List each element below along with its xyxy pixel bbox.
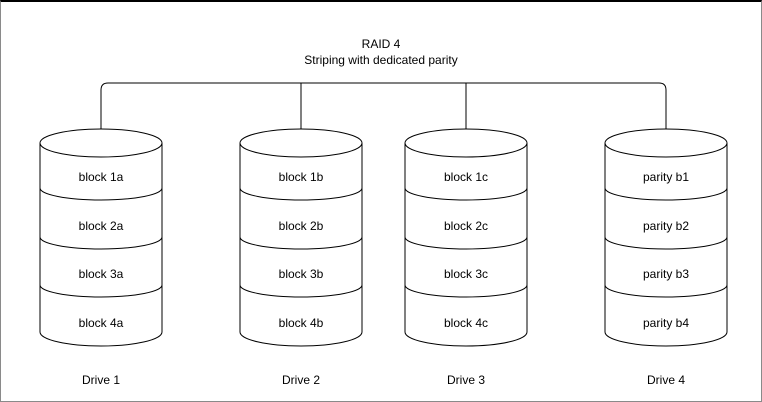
cylinder-top-ellipse bbox=[239, 128, 363, 158]
block-label: block 4a bbox=[79, 316, 124, 330]
block-label: block 3b bbox=[279, 267, 324, 281]
block-label: parity b2 bbox=[643, 219, 689, 233]
drive-label: Drive 3 bbox=[447, 373, 485, 387]
separator-arc bbox=[404, 284, 528, 298]
diagram-subtitle: Striping with dedicated parity bbox=[304, 53, 457, 67]
cylinder-top-ellipse bbox=[404, 128, 528, 158]
block-label: block 1a bbox=[79, 170, 124, 184]
diagram-title: RAID 4 bbox=[362, 37, 401, 51]
drive1-cylinder: block 1a block 2a block 3a block 4a Driv… bbox=[39, 128, 163, 387]
drive-label: Drive 4 bbox=[647, 373, 685, 387]
cylinder-top-ellipse bbox=[604, 128, 728, 158]
block-label: block 4c bbox=[444, 316, 488, 330]
drive3-cylinder: block 1c block 2c block 3c block 4c Driv… bbox=[404, 128, 528, 387]
block-label: parity b3 bbox=[643, 267, 689, 281]
separator-arc bbox=[604, 236, 728, 250]
block-label: block 3c bbox=[444, 267, 488, 281]
block-label: block 3a bbox=[79, 267, 124, 281]
separator-arc bbox=[39, 187, 163, 201]
separator-arc bbox=[39, 284, 163, 298]
block-label: block 2c bbox=[444, 219, 488, 233]
separator-arc bbox=[604, 284, 728, 298]
block-label: block 4b bbox=[279, 316, 324, 330]
block-label: block 1c bbox=[444, 170, 488, 184]
separator-arc bbox=[239, 236, 363, 250]
block-label: block 2a bbox=[79, 219, 124, 233]
separator-arc bbox=[239, 187, 363, 201]
block-label: block 2b bbox=[279, 219, 324, 233]
drive4-cylinder: parity b1 parity b2 parity b3 parity b4 … bbox=[604, 128, 728, 387]
drive-label: Drive 1 bbox=[82, 373, 120, 387]
separator-arc bbox=[604, 187, 728, 201]
separator-arc bbox=[239, 284, 363, 298]
separator-arc bbox=[404, 187, 528, 201]
drive-label: Drive 2 bbox=[282, 373, 320, 387]
block-label: block 1b bbox=[279, 170, 324, 184]
bus-connector-line bbox=[100, 82, 667, 130]
drive2-cylinder: block 1b block 2b block 3b block 4b Driv… bbox=[239, 128, 363, 387]
separator-arc bbox=[39, 236, 163, 250]
block-label: parity b1 bbox=[643, 170, 689, 184]
block-label: parity b4 bbox=[643, 316, 689, 330]
separator-arc bbox=[404, 236, 528, 250]
cylinder-top-ellipse bbox=[39, 128, 163, 158]
